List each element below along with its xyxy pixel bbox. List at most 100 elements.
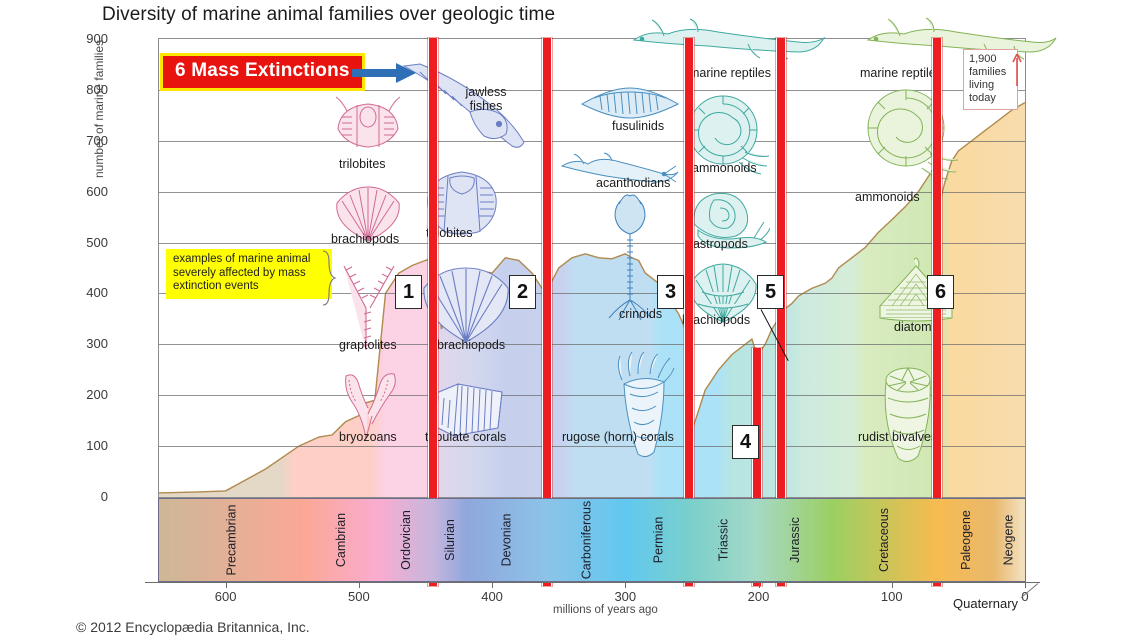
- mass-extinctions-callout: 6 Mass Extinctions: [160, 53, 365, 91]
- page-title: Diversity of marine animal families over…: [102, 4, 556, 25]
- x-tick-label: 300: [614, 589, 637, 604]
- y-tick-label: 600: [86, 183, 108, 199]
- extinction-number-6[interactable]: 6: [927, 275, 954, 309]
- trilobites-devonian-icon: [427, 171, 497, 235]
- extinction-bar-1[interactable]: [428, 38, 439, 586]
- y-tick-label: 700: [86, 132, 108, 148]
- x-tick: [1025, 583, 1026, 588]
- today-line2: families: [969, 66, 1007, 78]
- fossil-label-tabulate-corals: tabulate corals: [425, 430, 507, 444]
- period-label: Silurian: [443, 519, 458, 561]
- gridline: [159, 242, 1025, 244]
- fossil-label-trilobites-ordovician: trilobites: [339, 157, 386, 171]
- period-band-cretaceous: Cretaceous: [831, 499, 938, 581]
- extinction-bar-4[interactable]: [752, 348, 763, 586]
- brachiopods-devonian-icon: [423, 267, 509, 343]
- note-brace-icon: [322, 250, 336, 306]
- copyright-text: © 2012 Encyclopædia Britannica, Inc.: [76, 619, 310, 635]
- gridline: [159, 446, 1025, 448]
- x-tick: [891, 583, 893, 588]
- x-tick-label: 0: [1021, 589, 1029, 604]
- period-band-quaternary: Quaternary: [1021, 499, 1025, 581]
- fossil-label-ammonoids-cretaceous: ammonoids: [855, 190, 920, 204]
- graptolites-icon: [343, 265, 395, 350]
- y-tick-label: 400: [86, 285, 108, 301]
- fossil-label-fusulinids: fusulinids: [612, 119, 665, 133]
- period-label: Ordovician: [399, 510, 414, 570]
- extinction-number-2[interactable]: 2: [509, 275, 536, 309]
- period-label: Devonian: [499, 513, 514, 567]
- period-band-permian: Permian: [626, 499, 690, 581]
- x-axis-line: [145, 582, 1040, 583]
- gridline: [159, 395, 1025, 397]
- fossil-label-ammonoids-triassic: ammonoids: [692, 161, 757, 175]
- today-count: 1,900: [969, 53, 997, 65]
- extinction-bar-3[interactable]: [684, 38, 695, 586]
- extinction-bar-2[interactable]: [541, 38, 552, 586]
- fossil-label-brachiopods-triassic: brachiopods: [682, 313, 751, 327]
- fossil-label-brachiopods-ordovician: brachiopods: [331, 232, 400, 246]
- gridline: [159, 191, 1025, 193]
- extinction-number-1[interactable]: 1: [395, 275, 422, 309]
- geologic-period-strip: Precambrian Cambrian Ordovician Silurian Dev…: [158, 498, 1026, 582]
- period-label-quaternary: Quaternary: [953, 596, 1019, 611]
- ammonoids-cretaceous-icon: [867, 89, 958, 180]
- gridline: [159, 344, 1025, 346]
- extinction-bar-6[interactable]: [932, 38, 943, 586]
- period-label: Permian: [650, 516, 665, 564]
- y-tick-label: 800: [86, 81, 108, 97]
- period-label: Jurassic: [787, 517, 802, 563]
- period-band-triassic: Triassic: [689, 499, 758, 581]
- x-tick: [625, 583, 627, 588]
- y-tick-label: 100: [86, 438, 108, 454]
- period-band-devonian: Devonian: [466, 499, 547, 581]
- crinoids-icon: [608, 194, 652, 321]
- fossil-label-rudist-bivalves: rudist bivalves: [858, 430, 938, 444]
- x-tick: [358, 583, 360, 588]
- examples-note: examples of marine animal severely affec…: [166, 249, 332, 299]
- period-band-cambrian: Cambrian: [304, 499, 379, 581]
- fossil-label-brachiopods-devonian: brachiopods: [437, 338, 506, 352]
- brachiopods-ordovician-icon: [336, 186, 400, 242]
- fossil-label-gastropods: gastropods: [686, 237, 748, 251]
- fossil-label-marine-reptiles-triassic: marine reptiles: [689, 66, 771, 80]
- marine-reptiles-cretaceous-icon: [866, 17, 1057, 60]
- x-tick-label: 100: [880, 589, 903, 604]
- acanthodians-icon: [560, 152, 679, 183]
- extinction-number-4[interactable]: 4: [732, 425, 759, 459]
- period-label: Carboniferous: [579, 500, 594, 580]
- extinction-number-5[interactable]: 5: [757, 275, 784, 309]
- fossil-label-diatoms: diatoms: [894, 320, 938, 334]
- today-up-arrow-icon: [1012, 53, 1022, 86]
- extinction-number-3[interactable]: 3: [657, 275, 684, 309]
- period-label: Cretaceous: [877, 508, 892, 572]
- fossil-label-marine-reptiles-cretaceous: marine reptiles: [860, 66, 942, 80]
- today-line3: living: [969, 79, 995, 91]
- period-band-jurassic: Jurassic: [757, 499, 832, 581]
- period-label: Triassic: [716, 518, 731, 562]
- gridline: [159, 140, 1025, 142]
- fossil-label-crinoids: crinoids: [619, 307, 663, 321]
- period-label: Precambrian: [224, 504, 239, 576]
- x-axis-label: millions of years ago: [553, 604, 658, 616]
- extinction-bar-5[interactable]: [776, 38, 787, 586]
- period-band-paleogene: Paleogene: [937, 499, 995, 581]
- fusulinids-icon: [580, 87, 680, 119]
- x-tick: [225, 583, 227, 588]
- period-label: Cambrian: [334, 512, 349, 568]
- y-tick-label: 200: [86, 387, 108, 403]
- jawless-fishes-icon: [402, 63, 525, 148]
- period-band-silurian: Silurian: [433, 499, 467, 581]
- today-line4: today: [969, 92, 996, 104]
- fossil-label-jawless-fishes: jawless fishes: [465, 85, 507, 113]
- y-tick-label: 300: [86, 336, 108, 352]
- fossil-label-graptolites: graptolites: [339, 338, 397, 352]
- callout-arrow-icon: [352, 63, 416, 83]
- y-axis-label: number of marine families: [92, 39, 106, 178]
- x-tick: [758, 583, 760, 588]
- period-band-neogene: Neogene: [994, 499, 1022, 581]
- tabulate-corals-icon: [429, 383, 503, 437]
- marine-reptiles-triassic-icon: [632, 18, 826, 60]
- ammonoids-triassic-icon: [688, 95, 770, 175]
- y-tick-label: 900: [86, 31, 108, 46]
